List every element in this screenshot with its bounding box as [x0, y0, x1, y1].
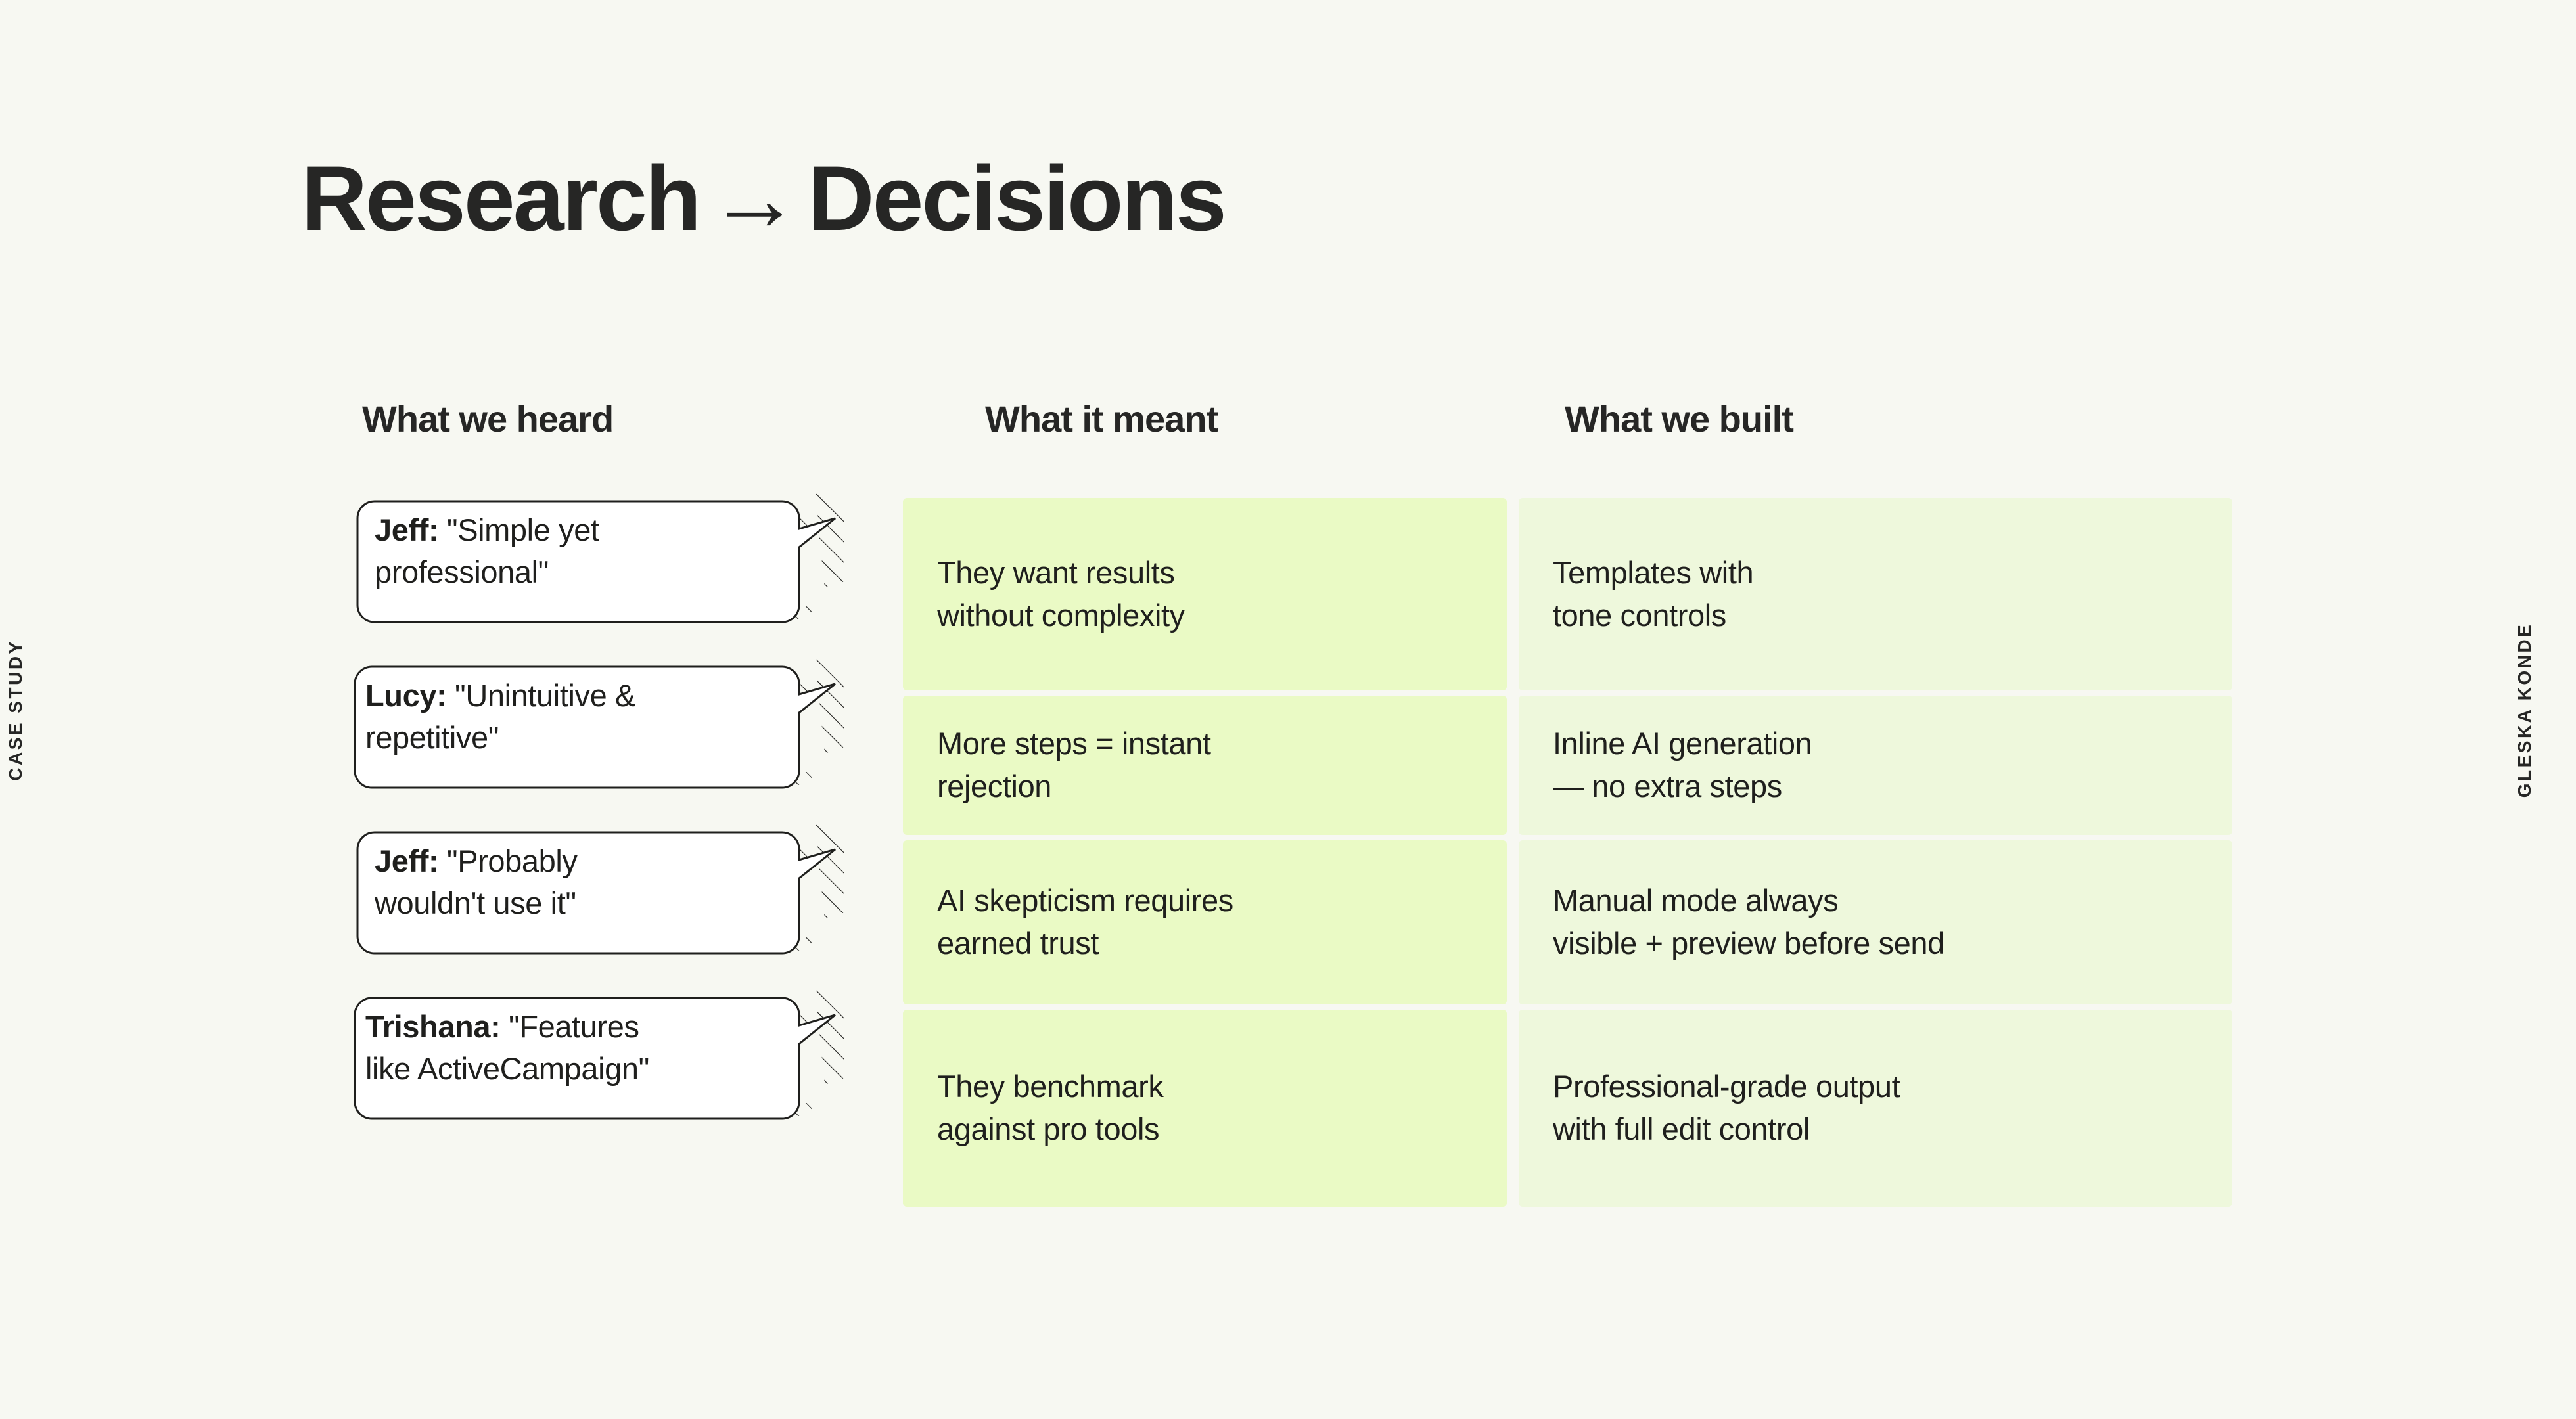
column-header-what-it-meant: What it meant	[985, 398, 1218, 439]
quote-bubble-column: Jeff: "Simple yet professional"	[354, 483, 881, 1132]
meant-cell: AI skepticism requires earned trust	[903, 840, 1507, 1004]
speech-bubble-shape	[354, 654, 844, 789]
case-study-label: CASE STUDY	[5, 639, 26, 781]
column-header-what-we-heard: What we heard	[362, 398, 614, 439]
meant-cell: They benchmark against pro tools	[903, 1010, 1507, 1207]
column-header-what-we-built: What we built	[1565, 398, 1794, 439]
quote-bubble: Jeff: "Simple yet professional"	[355, 483, 861, 623]
meant-line: without complexity	[937, 597, 1185, 633]
meant-line: More steps = instant	[937, 726, 1211, 761]
gleska-konde-label: GLESKA KONDE	[2514, 622, 2535, 798]
built-line: Professional-grade output	[1553, 1069, 1900, 1104]
built-line: visible + preview before send	[1553, 926, 1944, 960]
page-title: Research→Decisions	[301, 150, 1227, 246]
meant-line: They benchmark	[937, 1069, 1164, 1104]
built-line: tone controls	[1553, 597, 1726, 633]
meant-line: AI skepticism requires	[937, 883, 1233, 918]
meant-line: They want results	[937, 554, 1175, 590]
speech-bubble-shape	[356, 488, 844, 623]
meant-line: against pro tools	[937, 1112, 1160, 1146]
built-cell: Templates with tone controls	[1519, 498, 2232, 690]
meant-line: rejection	[937, 769, 1052, 803]
speech-bubble-shape	[356, 819, 844, 955]
speech-bubble-shape	[354, 985, 844, 1120]
built-cell: Inline AI generation — no extra steps	[1519, 696, 2232, 835]
quote-bubble: Jeff: "Probably wouldn't use it"	[355, 814, 861, 955]
built-line: with full edit control	[1553, 1112, 1810, 1146]
built-line: Manual mode always	[1553, 883, 1839, 918]
built-line: — no extra steps	[1553, 769, 1782, 803]
quote-bubble: Lucy: "Unintuitive & repetitive"	[354, 648, 861, 789]
arrow-right-icon: →	[708, 146, 800, 250]
meant-cell: They want results without complexity	[903, 498, 1507, 690]
quote-bubble: Trishana: "Features like ActiveCampaign"	[354, 980, 861, 1120]
title-part-research: Research	[301, 146, 701, 250]
title-part-decisions: Decisions	[808, 146, 1226, 250]
built-cell: Professional-grade output with full edit…	[1519, 1010, 2232, 1207]
built-line: Templates with	[1553, 554, 1754, 590]
built-cell: Manual mode always visible + preview bef…	[1519, 840, 2232, 1004]
built-line: Inline AI generation	[1553, 726, 1812, 761]
meant-cell: More steps = instant rejection	[903, 696, 1507, 835]
meant-line: earned trust	[937, 926, 1099, 960]
